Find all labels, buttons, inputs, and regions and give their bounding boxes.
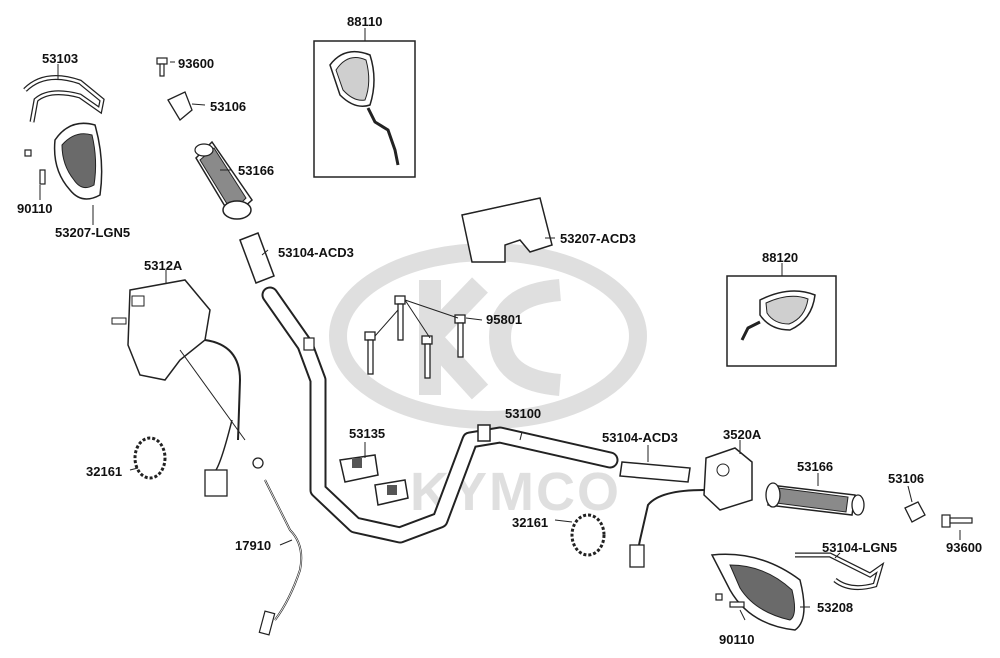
label-95801: 95801 — [486, 312, 523, 327]
label-32161-left: 32161 — [86, 464, 123, 479]
screw-90110-bottom[interactable] — [715, 593, 745, 608]
label-53106-right: 53106 — [888, 471, 925, 486]
label-53166-top: 53166 — [238, 163, 275, 178]
label-3520a: 3520A — [723, 427, 762, 442]
nut-53106-top[interactable] — [167, 91, 193, 121]
bolts-95801[interactable] — [364, 295, 466, 379]
handlebar-cover[interactable] — [461, 197, 553, 263]
clamp-53135[interactable] — [339, 454, 409, 506]
label-53208: 53208 — [817, 600, 854, 615]
label-53104-acd3-right: 53104-ACD3 — [602, 430, 678, 445]
screw-93600-top[interactable] — [156, 57, 168, 77]
leader-lines — [39, 61, 961, 621]
label-53207-lgn5: 53207-LGN5 — [55, 225, 131, 240]
grip-cover-right[interactable] — [619, 461, 691, 483]
switch-3520a[interactable] — [629, 447, 753, 568]
label-90110-bottom: 90110 — [719, 632, 755, 647]
cable-band-right[interactable] — [570, 513, 606, 557]
mirror-left-box[interactable] — [313, 28, 416, 178]
throttle-cable-17910[interactable] — [252, 457, 303, 636]
label-53166-right: 53166 — [797, 459, 834, 474]
grip-top[interactable] — [194, 140, 253, 220]
screw-90110-top[interactable] — [24, 149, 46, 185]
label-88110: 88110 — [347, 14, 383, 29]
hand-guard-left[interactable] — [53, 122, 103, 200]
label-53104-lgn5: 53104-LGN5 — [822, 540, 898, 555]
label-93600-right: 93600 — [946, 540, 983, 555]
label-88120: 88120 — [762, 250, 799, 265]
label-5312a: 5312A — [144, 258, 183, 273]
label-93600-top: 93600 — [178, 56, 215, 71]
grip-cover-top[interactable] — [239, 232, 275, 284]
label-53103: 53103 — [42, 51, 79, 66]
label-32161-right: 32161 — [512, 515, 549, 530]
label-53104-acd3-top: 53104-ACD3 — [278, 245, 354, 260]
cable-band-left[interactable] — [133, 436, 167, 480]
grip-right[interactable] — [765, 482, 865, 516]
hand-guard-right[interactable] — [710, 553, 805, 631]
label-53135: 53135 — [349, 426, 386, 441]
screw-93600-right[interactable] — [941, 514, 973, 528]
mirror-right-box[interactable] — [726, 263, 837, 367]
label-53207-acd3: 53207-ACD3 — [560, 231, 636, 246]
label-17910: 17910 — [235, 538, 272, 553]
label-90110-top: 90110 — [17, 201, 53, 216]
handlebar-53100[interactable] — [261, 286, 619, 544]
brand-watermark: KYMCO — [329, 243, 647, 522]
brake-assembly-5312a[interactable] — [111, 279, 246, 497]
label-53106-top: 53106 — [210, 99, 247, 114]
hand-guard-bracket-right[interactable] — [795, 552, 885, 591]
label-53100: 53100 — [505, 406, 542, 421]
hand-guard-bracket-left[interactable] — [23, 75, 105, 123]
nut-53106-right[interactable] — [904, 501, 926, 523]
